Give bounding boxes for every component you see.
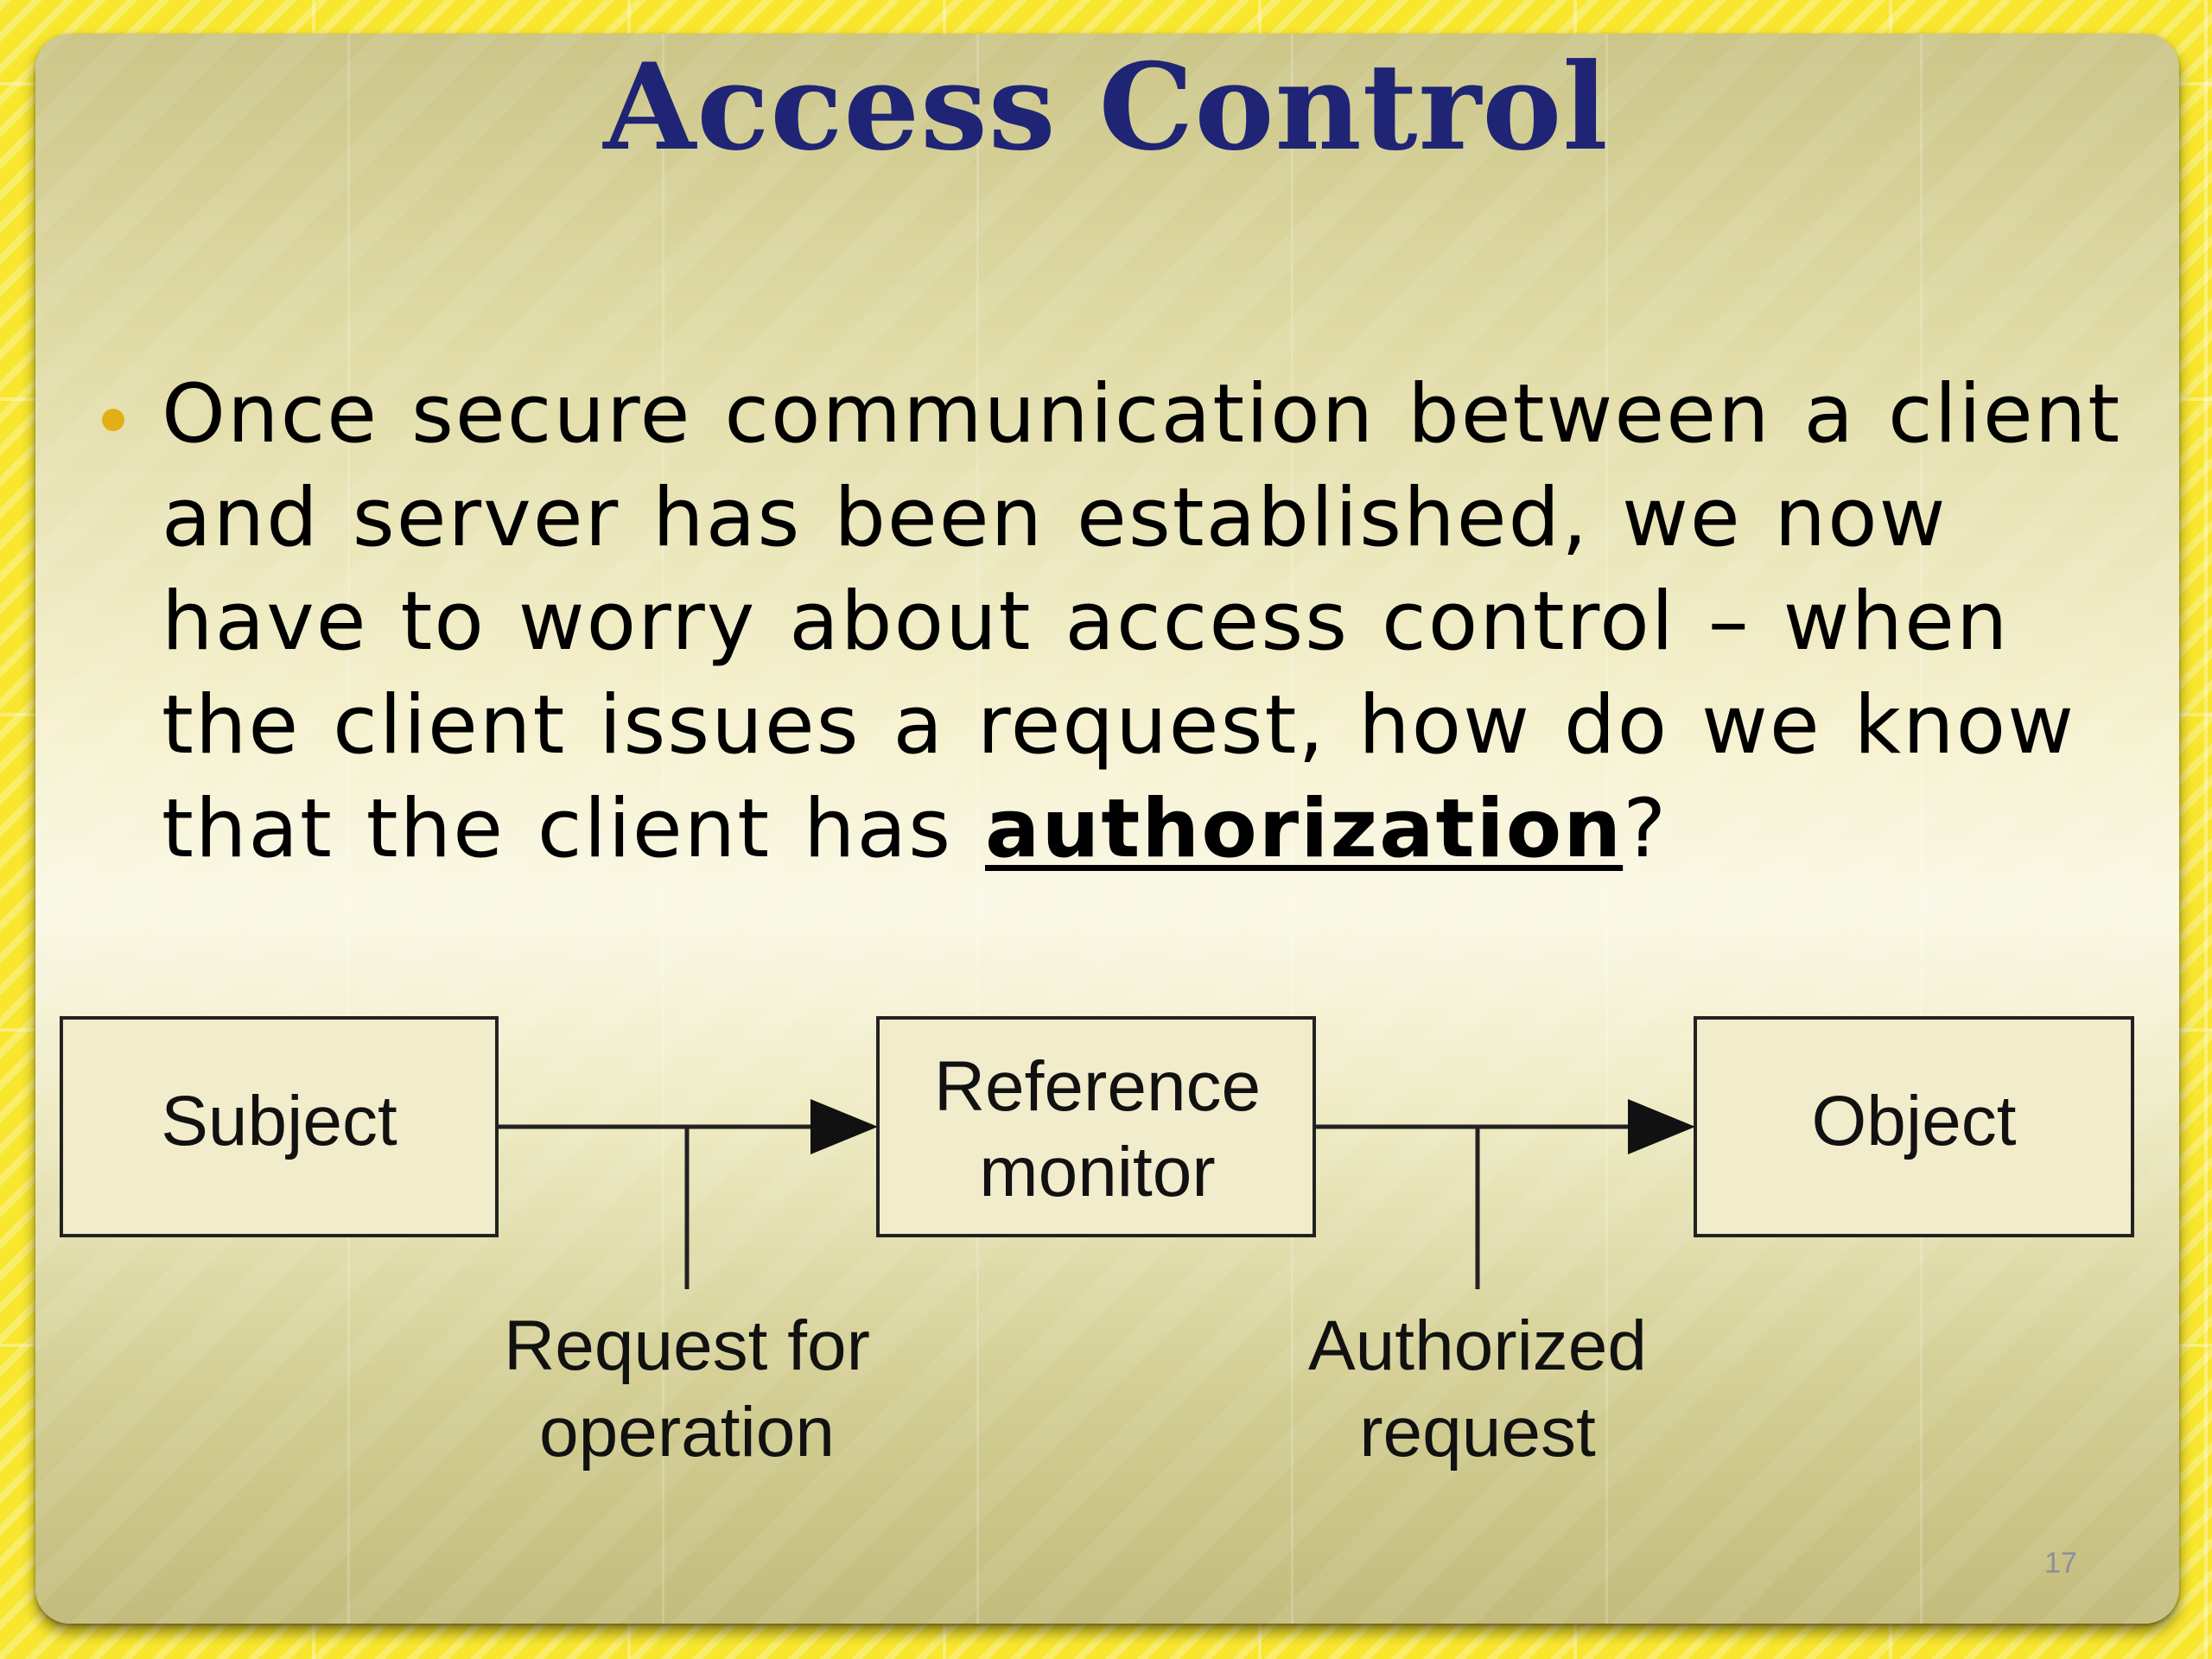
reference-monitor-label-line2: monitor — [979, 1133, 1215, 1211]
keyword-authorization: authorization — [985, 782, 1624, 876]
slide — [35, 34, 2179, 1624]
arrowhead-icon — [810, 1099, 878, 1154]
bullet-icon — [102, 409, 124, 431]
bullet-text-main: Once secure communication between a clie… — [162, 367, 2122, 876]
arrowhead-icon — [1628, 1099, 1695, 1154]
edge-label-request-line1: Request for — [504, 1306, 870, 1385]
subject-label: Subject — [161, 1082, 397, 1160]
bullet-text: Once secure communication between a clie… — [162, 363, 2140, 881]
page-number: 17 — [2044, 1547, 2077, 1580]
bullet-text-end: ? — [1623, 782, 1669, 876]
object-box — [1694, 1016, 2134, 1237]
slide-title: Access Control — [603, 36, 1609, 177]
edge-label-request-line2: operation — [539, 1393, 835, 1471]
edge-label-authorized-line2: request — [1359, 1393, 1596, 1471]
reference-monitor-label-line1: Reference — [934, 1047, 1261, 1126]
edge-label-authorized-line1: Authorized — [1308, 1306, 1647, 1385]
object-label: Object — [1812, 1082, 2017, 1160]
